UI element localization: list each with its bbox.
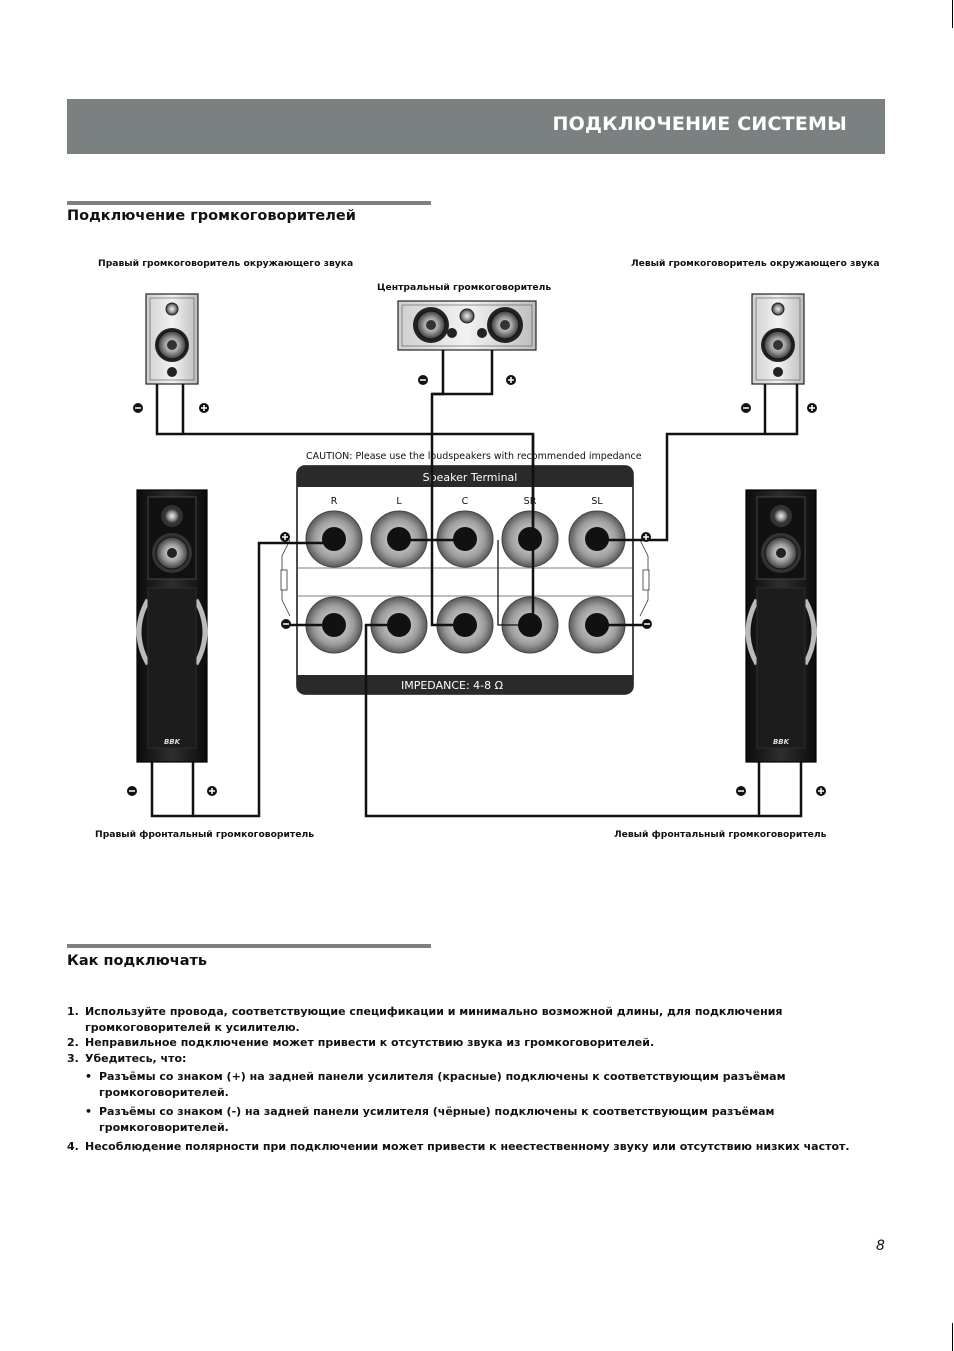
header-band: ПОДКЛЮЧЕНИЕ СИСТЕМЫ bbox=[67, 99, 885, 154]
jack-sr-plus bbox=[501, 510, 559, 568]
list-text: Несоблюдение полярности при подключении … bbox=[85, 1140, 850, 1153]
bullet: • bbox=[85, 1070, 93, 1083]
plus-icon bbox=[199, 403, 209, 413]
section-title-speakers: Подключение громкоговорителей bbox=[67, 208, 356, 224]
page-title: ПОДКЛЮЧЕНИЕ СИСТЕМЫ bbox=[552, 113, 847, 135]
wire-right-front-plus bbox=[191, 541, 334, 818]
label-right-surround: Правый громкоговоритель окружающего звук… bbox=[98, 258, 353, 269]
list-text: Неправильное подключение может привести … bbox=[85, 1036, 655, 1049]
polarity-symbols bbox=[127, 375, 826, 796]
plus-icon bbox=[506, 375, 516, 385]
plus-icon bbox=[280, 532, 290, 542]
channel-label-r: R bbox=[331, 496, 338, 507]
wire-center-plus bbox=[432, 350, 494, 396]
minus-icon bbox=[642, 619, 652, 629]
brand-logo: BBK bbox=[164, 738, 181, 746]
list-item: 3. Убедитесь, что: • Разъёмы со знаком (… bbox=[67, 1051, 887, 1136]
minus-icon bbox=[418, 375, 428, 385]
speaker-terminal-panel: Speaker Terminal IMPEDANCE: 4-8 Ω R L C … bbox=[280, 465, 650, 695]
bullet: • bbox=[85, 1105, 93, 1118]
list-number: 2. bbox=[67, 1036, 79, 1049]
sub-list-item: • Разъёмы со знаком (+) на задней панели… bbox=[85, 1069, 887, 1100]
list-text: Убедитесь, что: bbox=[85, 1051, 187, 1065]
brand-logo: BBK bbox=[773, 738, 790, 746]
plus-icon bbox=[807, 403, 817, 413]
wire-right-front-minus bbox=[150, 762, 193, 818]
minus-icon bbox=[133, 403, 143, 413]
list-number: 3. bbox=[67, 1051, 79, 1065]
instruction-list: 1. Используйте провода, соответствующие … bbox=[67, 1004, 887, 1155]
section-rule bbox=[67, 201, 431, 205]
sub-list: • Разъёмы со знаком (+) на задней панели… bbox=[85, 1069, 887, 1135]
plus-icon bbox=[207, 786, 217, 796]
channel-label-sr: SR bbox=[524, 496, 537, 507]
list-item: 2. Неправильное подключение может привес… bbox=[67, 1035, 887, 1051]
terminal-title: Speaker Terminal bbox=[423, 471, 518, 484]
left-front-tower-speaker: BBK bbox=[745, 489, 817, 763]
crop-mark bbox=[952, 0, 953, 28]
wires bbox=[150, 350, 803, 818]
list-number: 4. bbox=[67, 1140, 79, 1153]
list-item: 4. Несоблюдение полярности при подключен… bbox=[67, 1139, 887, 1155]
section-rule bbox=[67, 944, 431, 948]
sub-list-item: • Разъёмы со знаком (-) на задней панели… bbox=[85, 1104, 887, 1135]
jack-r-plus bbox=[305, 510, 363, 568]
channel-label-sl: SL bbox=[591, 496, 603, 507]
right-surround-speaker bbox=[145, 293, 199, 385]
list-item: 1. Используйте провода, соответствующие … bbox=[67, 1004, 887, 1035]
label-center: Центральный громкоговоритель bbox=[377, 282, 551, 293]
crop-mark bbox=[952, 1323, 953, 1351]
label-right-front: Правый фронтальный громкоговоритель bbox=[95, 829, 314, 840]
left-surround-speaker bbox=[751, 293, 805, 385]
caution-text: CAUTION: Please use the loudspeakers wit… bbox=[306, 451, 642, 462]
impedance-label: IMPEDANCE: 4-8 Ω bbox=[401, 679, 503, 692]
minus-icon bbox=[127, 786, 137, 796]
label-left-front: Левый фронтальный громкоговоритель bbox=[614, 829, 827, 840]
wire-left-front-plus bbox=[759, 762, 803, 818]
minus-icon bbox=[736, 786, 746, 796]
section-title-how-to: Как подключать bbox=[67, 953, 208, 969]
label-left-surround: Левый громкоговоритель окружающего звука bbox=[631, 258, 880, 269]
wire-left-front-minus bbox=[364, 623, 761, 818]
sub-list-text: Разъёмы со знаком (-) на задней панели у… bbox=[99, 1105, 775, 1134]
center-speaker bbox=[397, 300, 537, 351]
channel-label-l: L bbox=[396, 496, 402, 507]
plus-icon bbox=[641, 532, 651, 542]
list-number: 1. bbox=[67, 1005, 79, 1018]
minus-icon bbox=[281, 619, 291, 629]
right-front-tower-speaker: BBK bbox=[136, 489, 208, 763]
page-number: 8 bbox=[876, 1238, 885, 1254]
list-text: Используйте провода, соответствующие спе… bbox=[85, 1005, 783, 1034]
channel-label-c: C bbox=[462, 496, 469, 507]
wires-thin bbox=[432, 539, 667, 626]
sub-list-text: Разъёмы со знаком (+) на задней панели у… bbox=[99, 1070, 786, 1099]
minus-icon bbox=[741, 403, 751, 413]
plus-icon bbox=[816, 786, 826, 796]
